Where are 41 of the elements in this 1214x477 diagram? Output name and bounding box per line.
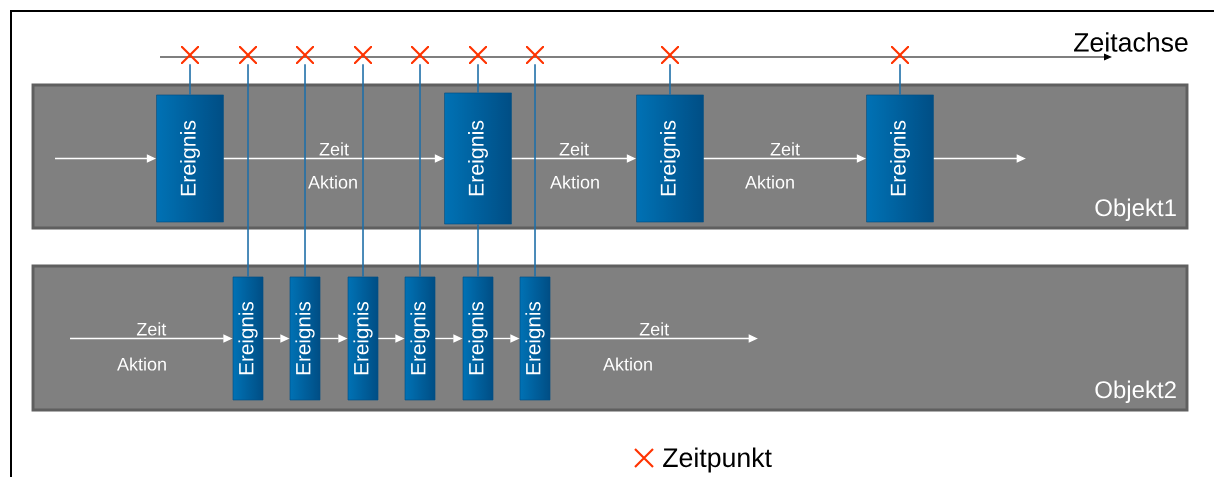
connector-line xyxy=(419,63,421,278)
time-point-cross xyxy=(296,46,314,64)
connector-line xyxy=(477,63,479,94)
edge-label: Zeit xyxy=(557,141,591,157)
time-point-cross xyxy=(526,46,544,64)
action-label: Aktion xyxy=(550,175,599,189)
connector-line xyxy=(669,63,671,96)
action-label: Aktion xyxy=(308,175,357,189)
event-box: Ereignis xyxy=(347,276,379,401)
event-box: Ereignis xyxy=(444,92,512,225)
time-point-cross xyxy=(411,46,429,64)
event-box: Ereignis xyxy=(404,276,436,401)
axis-label: Zeitachse xyxy=(1074,32,1188,52)
edge-label: Zeit xyxy=(317,141,351,157)
time-point-cross xyxy=(181,46,199,64)
time-point-cross xyxy=(661,46,679,64)
time-point-cross xyxy=(891,46,909,64)
time-point-cross xyxy=(239,46,257,64)
connector-line xyxy=(362,63,364,278)
edge-label: Zeit xyxy=(135,321,168,337)
time-point-cross xyxy=(469,46,487,64)
event-box: Ereignis xyxy=(462,276,494,401)
event-box: Ereignis xyxy=(636,94,704,223)
connector-line xyxy=(477,223,479,278)
event-box: Ereignis xyxy=(232,276,264,401)
edge-label: Zeit xyxy=(637,321,671,337)
event-box: Ereignis xyxy=(866,94,934,223)
action-label: Aktion xyxy=(603,357,652,371)
connector-line xyxy=(899,63,901,96)
connector-line xyxy=(247,63,249,278)
connector-line xyxy=(189,63,191,96)
edge-label: Zeit xyxy=(768,141,802,157)
action-label: Aktion xyxy=(117,357,166,371)
time-point-cross xyxy=(354,46,372,64)
event-box: Ereignis xyxy=(519,276,551,401)
action-label: Aktion xyxy=(745,175,794,189)
connector-line xyxy=(304,63,306,278)
event-box: Ereignis xyxy=(289,276,321,401)
connector-line xyxy=(534,63,536,278)
legend-label: Zeitpunkt xyxy=(663,447,772,473)
event-box: Ereignis xyxy=(156,94,224,223)
